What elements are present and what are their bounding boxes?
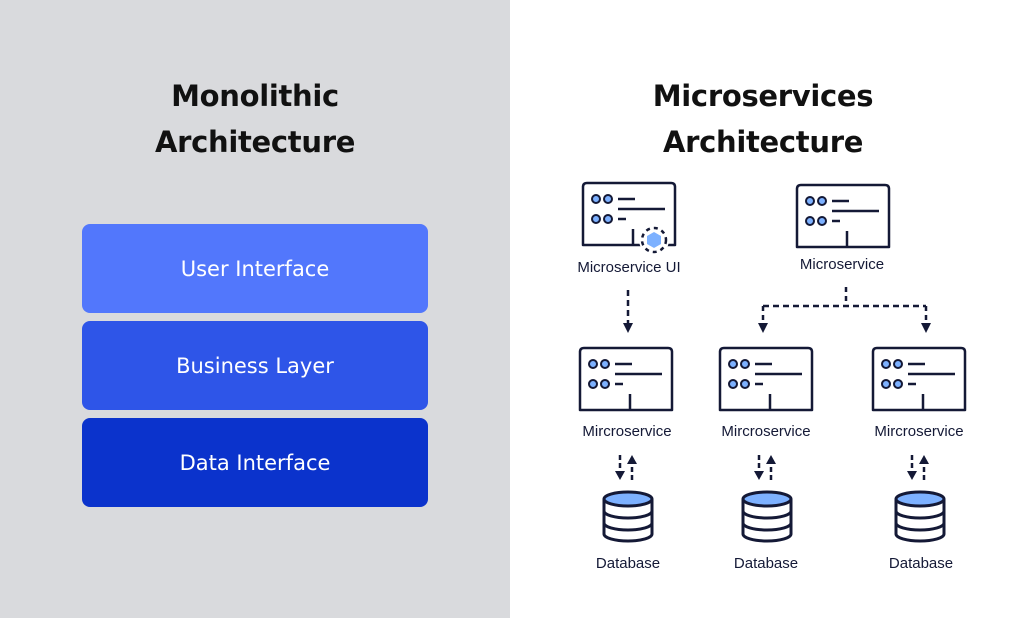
database-label-3: Database xyxy=(888,555,954,572)
microservice-ui-window-icon xyxy=(581,181,677,255)
database-label-2: Database xyxy=(733,555,799,572)
microservices-title-line1: Microservices xyxy=(652,79,874,113)
monolithic-title-line2: Architecture xyxy=(154,125,356,159)
monolithic-title: Monolithic Architecture xyxy=(0,73,510,165)
service-db-arrows-1 xyxy=(613,453,639,482)
microservice-gateway-label: Microservice xyxy=(799,256,885,273)
service-window-icon-1 xyxy=(578,346,674,412)
database-label-1: Database xyxy=(595,555,661,572)
microservices-title: Microservices Architecture xyxy=(510,73,1016,165)
service-db-arrows-3 xyxy=(905,453,931,482)
database-icon xyxy=(602,490,654,543)
database-icon xyxy=(741,490,793,543)
service-label-2: Mircroservice xyxy=(721,423,811,440)
database-icon xyxy=(894,490,946,543)
service-db-arrows-2 xyxy=(752,453,778,482)
layer-data-interface: Data Interface xyxy=(82,418,428,507)
service-window-icon-3 xyxy=(871,346,967,412)
layer-user-interface: User Interface xyxy=(82,224,428,313)
microservice-gateway-window-icon xyxy=(795,183,891,249)
microservices-title-line2: Architecture xyxy=(662,125,864,159)
monolithic-panel: Monolithic Architecture User Interface B… xyxy=(0,0,510,618)
hexagon-gear-icon xyxy=(647,232,661,248)
service-label-1: Mircroservice xyxy=(582,423,672,440)
service-label-3: Mircroservice xyxy=(874,423,964,440)
service-window-icon-2 xyxy=(718,346,814,412)
microservice-ui-label: Microservice UI xyxy=(577,259,681,276)
layer-business: Business Layer xyxy=(82,321,428,410)
monolithic-title-line1: Monolithic xyxy=(171,79,339,113)
